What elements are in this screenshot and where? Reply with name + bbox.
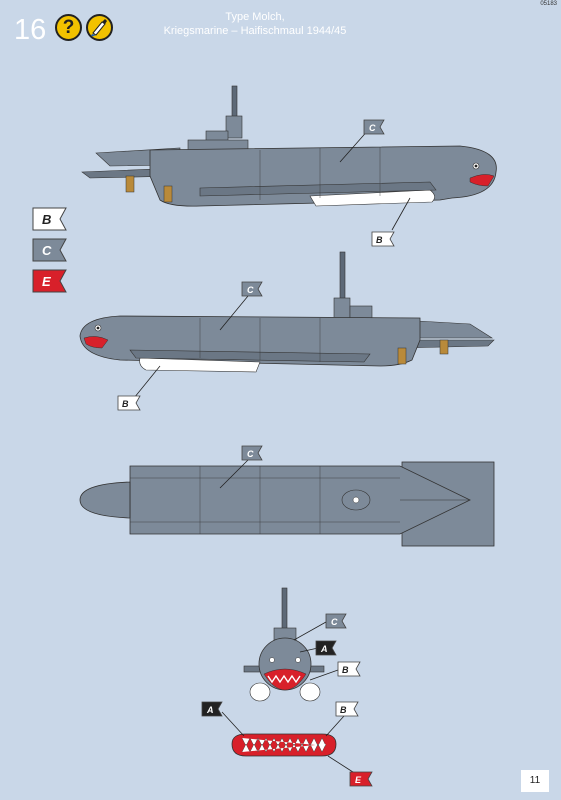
callout-flag-b-mouth: B (335, 701, 359, 717)
callout-c-label-2: C (247, 285, 254, 295)
callout-b-label-2: B (122, 399, 129, 409)
title-line-2: Kriegsmarine – Haifischmaul 1944/45 (163, 25, 347, 37)
callout-flag-a-front: A (315, 640, 337, 656)
callout-flag-a-mouth: A (201, 701, 223, 717)
shark-mouth-decal (221, 711, 357, 775)
callout-c-label-3: C (247, 449, 254, 459)
callout-flag-c-side-right: C (363, 119, 385, 135)
paintbrush-icon (86, 14, 113, 41)
title-line-1: Type Molch, (225, 11, 285, 23)
submarine-top-view (79, 459, 495, 547)
page-title: Type Molch, Kriegsmarine – Haifischmaul … (150, 10, 360, 38)
document-code: 05183 (540, 1, 557, 7)
legend-flag-e-label: E (42, 274, 51, 289)
callout-b-label-4: B (340, 705, 347, 715)
legend-flag-b: B (32, 207, 67, 231)
page-number: 11 (521, 770, 549, 792)
submarine-side-view-left (79, 251, 495, 399)
submarine-side-view-right (81, 85, 497, 231)
legend-flag-b-label: B (42, 212, 51, 227)
callout-flag-b-front: B (337, 661, 361, 677)
question-mark-icon: ? (55, 14, 82, 41)
submarine-front-view (243, 587, 339, 702)
callout-e-label: E (355, 775, 362, 785)
legend-flag-c: C (32, 238, 67, 262)
legend-flag-c-label: C (42, 243, 52, 258)
legend-flag-e: E (32, 269, 67, 293)
callout-flag-e-mouth: E (349, 771, 373, 787)
callout-a-label: A (320, 644, 328, 654)
callout-c-label: C (369, 123, 376, 133)
step-number: 16 (14, 14, 47, 46)
callout-flag-c-side-left: C (241, 281, 263, 297)
callout-b-label-3: B (342, 665, 349, 675)
callout-flag-c-front: C (325, 613, 347, 629)
callout-flag-b-side-left: B (117, 395, 141, 411)
callout-flag-c-top: C (241, 445, 263, 461)
callout-flag-b-side-right: B (371, 231, 395, 247)
callout-a-label-2: A (206, 705, 214, 715)
callout-c-label-4: C (331, 617, 338, 627)
callout-b-label: B (376, 235, 383, 245)
